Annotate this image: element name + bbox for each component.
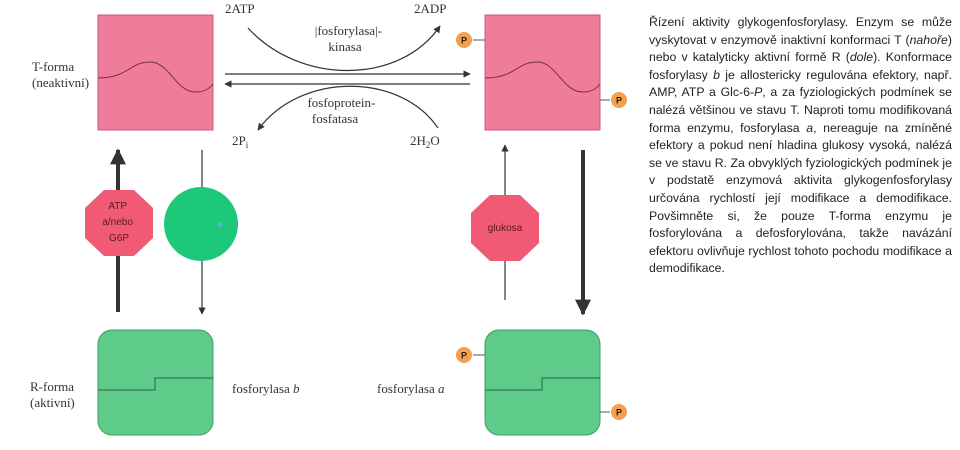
t-form-b-enzyme (97, 14, 214, 131)
water-label: 2H2O (410, 133, 440, 150)
water-pi-curve-arrow (257, 85, 439, 131)
phosphorylase-b-label: fosforylasa b (232, 381, 300, 396)
phosphorylase-regulation-diagram: P P P P 2ATP 2ADP 2Pi 2H2O |fosforylasa|… (30, 1, 627, 436)
phosphorylase-a-label: fosforylasa a (377, 381, 445, 396)
pi-label: 2Pi (232, 133, 249, 150)
amp-effector (164, 187, 238, 261)
glucose-effector: glukosa (471, 195, 539, 261)
phosphate-badge: P (456, 32, 485, 48)
svg-text:glukosa: glukosa (488, 223, 523, 234)
r-form-a-enzyme (484, 329, 601, 436)
r-form-label: R-forma (aktivní) (30, 379, 77, 410)
atp-adp-curve-arrow (247, 25, 441, 72)
atp-label: 2ATP (225, 1, 255, 16)
t-form-label: T-forma (neaktivní) (32, 59, 89, 90)
kinase-label: |fosforylasa|- kinasa (315, 23, 386, 54)
caption-text: Řízení aktivity glykogenfosforylasy. Enz… (649, 15, 953, 276)
r-form-b-enzyme (97, 329, 214, 436)
svg-text:P: P (461, 36, 467, 46)
figure-caption: Řízení aktivity glykogenfosforylasy. Enz… (649, 14, 952, 278)
svg-text:P: P (461, 351, 467, 361)
adp-label: 2ADP (414, 1, 447, 16)
atp-g6p-effector: ATP a/nebo G6P (85, 190, 153, 256)
phosphate-badge: P (456, 347, 485, 363)
svg-text:P: P (616, 408, 622, 418)
phosphatase-label: fosfoprotein- fosfatasa (307, 95, 378, 126)
phosphate-badge: P (600, 404, 627, 420)
svg-text:ATP a/nebo G6P: ATP a/nebo G6P (102, 201, 135, 244)
t-form-a-enzyme (484, 14, 601, 131)
phosphate-badge: P (600, 92, 627, 108)
svg-text:P: P (616, 96, 622, 106)
